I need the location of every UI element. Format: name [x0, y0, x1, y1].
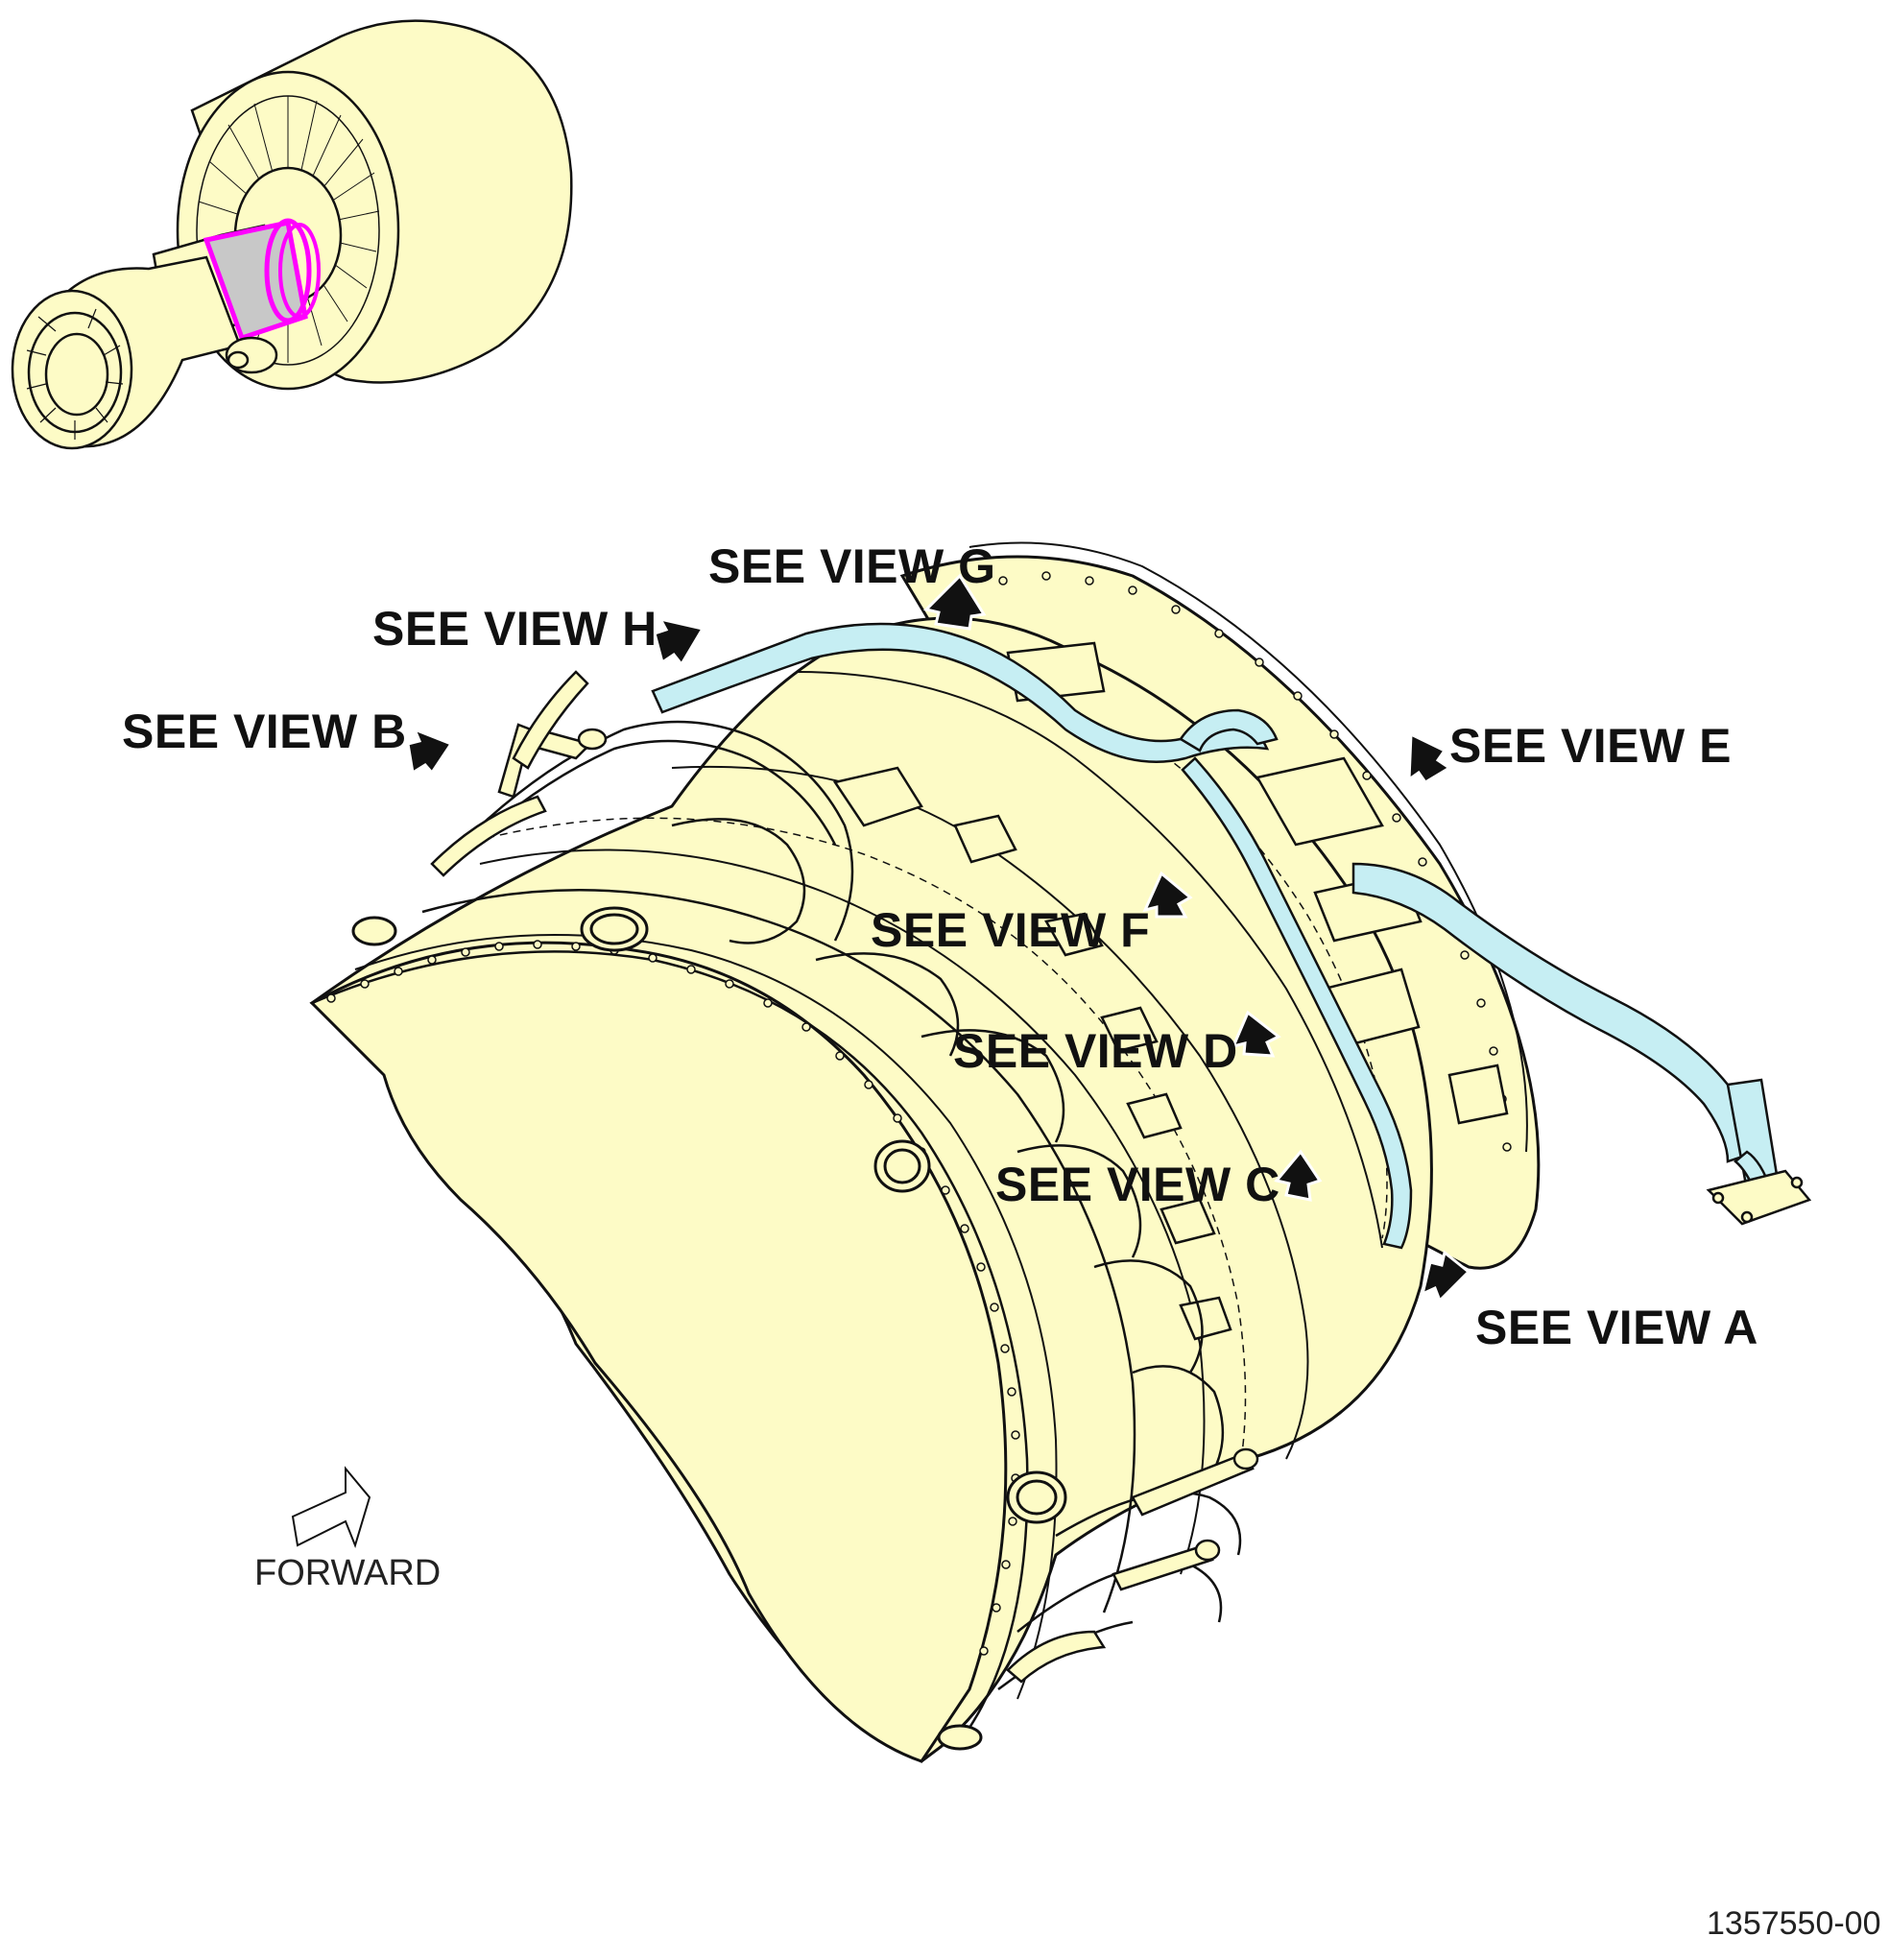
forward-label: FORWARD: [254, 1553, 442, 1593]
arrow-view-e: [1407, 731, 1452, 785]
callout-see-view-g: SEE VIEW G: [708, 539, 996, 593]
arrow-view-b: [406, 727, 454, 776]
arrow-view-a: [1420, 1250, 1471, 1303]
callout-see-view-f: SEE VIEW F: [871, 903, 1151, 957]
arrow-view-h: [653, 616, 705, 667]
callout-see-view-a: SEE VIEW A: [1475, 1301, 1758, 1354]
callout-arrows: [406, 573, 1471, 1303]
forward-arrow-icon: [291, 1466, 371, 1549]
engine-combustion-case: [309, 541, 1541, 1763]
highlighted-tubing: [651, 622, 1812, 1250]
callout-see-view-d: SEE VIEW D: [953, 1024, 1238, 1078]
arrow-view-g: [923, 573, 987, 631]
arrow-view-c: [1274, 1149, 1323, 1202]
callout-see-view-e: SEE VIEW E: [1449, 719, 1732, 773]
arrow-view-f: [1142, 871, 1193, 919]
callout-see-view-h: SEE VIEW H: [372, 602, 658, 656]
document-number: 1357550-00: [1707, 1905, 1881, 1942]
arrow-view-d: [1231, 1010, 1281, 1058]
locator-engine-diagram: [11, 19, 573, 450]
callout-see-view-b: SEE VIEW B: [122, 705, 407, 758]
callout-see-view-c: SEE VIEW C: [995, 1158, 1280, 1211]
